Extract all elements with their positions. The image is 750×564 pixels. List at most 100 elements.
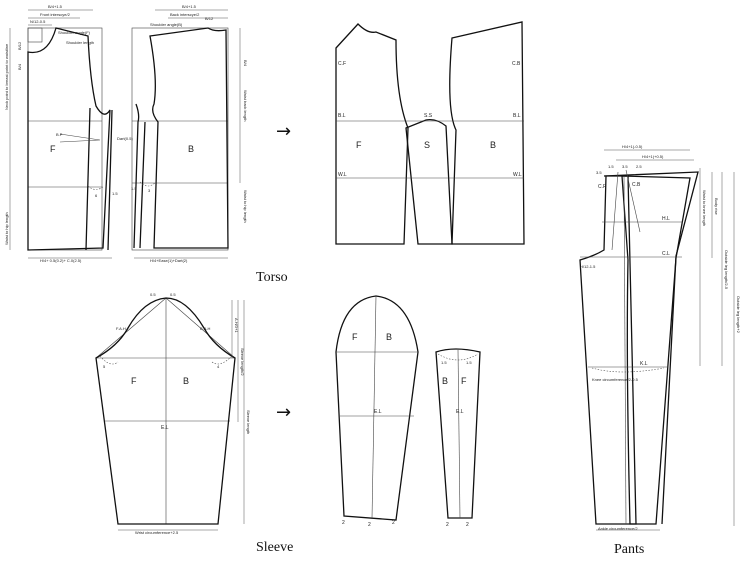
front-label: F bbox=[50, 144, 56, 154]
value-label: 2 bbox=[446, 522, 449, 528]
back-side-seam bbox=[133, 103, 146, 249]
value-label: 2 bbox=[392, 520, 395, 526]
sleeve-upper-piece bbox=[335, 295, 419, 521]
value-label: 0.5 bbox=[170, 292, 176, 297]
cb-label: C.B bbox=[512, 61, 521, 67]
value-label: 3 bbox=[148, 188, 151, 193]
dim-label: B/4+1.5 bbox=[182, 4, 197, 9]
value-label: 5 bbox=[103, 364, 106, 369]
value-label: 0.5 bbox=[150, 292, 156, 297]
caption-sleeve: Sleeve bbox=[256, 540, 293, 555]
front-block-frame bbox=[27, 27, 103, 251]
wl-right-label: W.L bbox=[513, 172, 522, 178]
sleeve-draft-outline bbox=[95, 297, 236, 525]
pants-knee-label: Knee circumference/2-0.5 bbox=[592, 377, 639, 382]
caption-torso: Torso bbox=[256, 270, 288, 285]
wl-left-label: W.L bbox=[338, 172, 347, 178]
pants-cf-label: C.F bbox=[598, 184, 606, 190]
sleeve-b2-label: B bbox=[442, 376, 448, 386]
dim-vertical: B/12 bbox=[17, 41, 22, 50]
value-label: 1.5 bbox=[112, 191, 118, 196]
bl-left-label: B.L bbox=[338, 113, 346, 119]
back-label: B bbox=[188, 144, 194, 154]
dim-label: Front interscye/2 bbox=[40, 12, 71, 17]
front-side-seam bbox=[85, 107, 113, 251]
dim-vertical: Waist back length bbox=[243, 90, 248, 121]
front-bodice bbox=[27, 27, 111, 251]
bp-label: B.P bbox=[56, 132, 63, 137]
dim-vertical: Waist to knee length bbox=[702, 190, 707, 226]
dim-vertical: Outside leg length/2-5 bbox=[724, 250, 729, 290]
value-label: 1.5 bbox=[131, 186, 137, 191]
pants-back-leg bbox=[621, 175, 691, 525]
sleeve-el-label: E.L bbox=[161, 425, 169, 431]
dim-vertical: Waist to hip length bbox=[4, 212, 9, 245]
dim-vertical: Waist to hip length bbox=[243, 190, 248, 223]
dim-vertical: Neck point to breast point to waistline bbox=[4, 43, 9, 110]
value-label: 2.5 bbox=[636, 164, 642, 169]
dim-vertical: Body rise bbox=[714, 198, 719, 215]
dim-label: B/12 bbox=[205, 16, 214, 21]
final-side-piece bbox=[405, 118, 453, 245]
sleeve-back-label: B bbox=[183, 376, 189, 386]
pants-top-dim2: H/4+1(+0.5) bbox=[642, 154, 664, 159]
value-label: 2 bbox=[342, 520, 345, 526]
sleeve-f-label: F bbox=[352, 332, 358, 342]
final-front-piece bbox=[335, 23, 409, 245]
sleeve-f2-label: F bbox=[461, 376, 467, 386]
sleeve-draft: F.A.H B.A.H 0.5 0.5 5 4 F B E.L A.H/3+1 … bbox=[95, 292, 251, 535]
hip-right-dim: H/4+Ease(1)+Dart(2) bbox=[150, 258, 188, 263]
value-label: 6 bbox=[95, 193, 98, 198]
final-back-piece bbox=[449, 21, 525, 245]
dim-label: Back interscye/2 bbox=[170, 12, 200, 17]
pants-h12: H/12-1.5 bbox=[580, 264, 596, 269]
sleeve-b-label: B bbox=[386, 332, 392, 342]
value-label: 2 bbox=[466, 522, 469, 528]
shoulder-front-label: Shoulder angle(F) bbox=[58, 30, 91, 35]
pants-draft: H/4+1(-0.5) H/4+1(+0.5) 3.5 1.5 3.5 2.5 … bbox=[579, 144, 741, 531]
pants-outer-line bbox=[603, 171, 699, 525]
bl-right-label: B.L bbox=[513, 113, 521, 119]
pants-top-dim: H/4+1(-0.5) bbox=[622, 144, 643, 149]
wrist-dim: Wrist circumference+2.5 bbox=[135, 530, 179, 535]
arrow-right-icon: → bbox=[276, 121, 291, 142]
back-bodice bbox=[149, 27, 229, 249]
value-label: 4 bbox=[217, 364, 220, 369]
pants-cl-label: C.L bbox=[662, 251, 670, 257]
shoulder-length-label: Shoulder length bbox=[66, 40, 94, 45]
hip-left-dim: H/4+ 0.5(0.2)+ C.0(2.5) bbox=[40, 258, 82, 263]
bah-label: B.A.H bbox=[200, 326, 211, 331]
dart-label: Dart(0.5) bbox=[117, 136, 133, 141]
value-label: 1.5 bbox=[466, 360, 472, 365]
value-label: 2 bbox=[368, 522, 371, 528]
cf-label: C.F bbox=[338, 61, 346, 67]
pants-cb-label: C.B bbox=[632, 182, 641, 188]
fah-label: F.A.H bbox=[116, 326, 126, 331]
dim-vertical: B/4 bbox=[17, 63, 22, 70]
final-front-label: F bbox=[356, 140, 362, 150]
caption-pants: Pants bbox=[614, 542, 644, 557]
torso-final: C.F C.B B.L B.L W.L W.L S.S F S B bbox=[335, 21, 525, 245]
dim-vertical: Sleeve length/2 bbox=[240, 348, 245, 376]
shoulder-back-label: Shoulder angle(B) bbox=[150, 22, 183, 27]
final-side-label: S bbox=[424, 140, 430, 150]
dim-label: N/12-0.5 bbox=[30, 19, 46, 24]
arrow-right-icon: → bbox=[276, 402, 291, 423]
dim-vertical: B/4 bbox=[243, 60, 248, 67]
dim-vertical: A.H/3+1 bbox=[234, 318, 239, 333]
back-block-frame bbox=[131, 27, 229, 251]
sleeve-final: F B E.L 2 2 2 1.5 1.5 B F E.L 2 2 bbox=[335, 295, 481, 528]
value-label: 1.5 bbox=[608, 164, 614, 169]
final-back-label: B bbox=[490, 140, 496, 150]
ss-label: S.S bbox=[424, 113, 433, 119]
torso-draft: B/4+1.5 Front interscye/2 N/12-0.5 B/4+1… bbox=[4, 4, 248, 263]
sleeve-el2-label: E.L bbox=[456, 409, 464, 415]
sleeve-front-label: F bbox=[131, 376, 137, 386]
dim-vertical: Sleeve length bbox=[246, 410, 251, 434]
pants-hl-label: H.L bbox=[662, 216, 670, 222]
value-label: 3.5 bbox=[622, 164, 628, 169]
value-label: 1.5 bbox=[441, 360, 447, 365]
dim-label: B/4+1.5 bbox=[48, 4, 63, 9]
